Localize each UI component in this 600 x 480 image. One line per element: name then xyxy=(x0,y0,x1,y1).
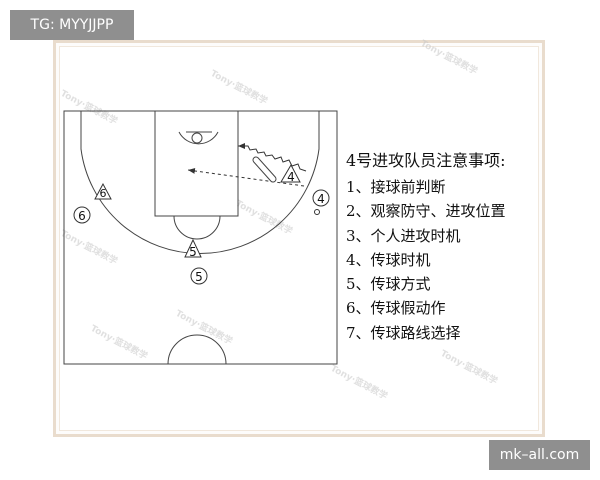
offense-player-6-label: 6 xyxy=(78,209,86,223)
watermark-text: Tony·篮球教学 xyxy=(329,362,390,402)
defender-5: 5 xyxy=(184,238,202,259)
watermark-text: Tony·篮球教学 xyxy=(89,322,150,362)
notes-item: 4、传球时机 xyxy=(346,250,431,269)
play-lines xyxy=(187,143,307,187)
restricted-arc xyxy=(178,131,219,145)
diagram-inner-frame xyxy=(59,46,539,431)
offense-player-4-label: 4 xyxy=(317,192,325,206)
notes-title: 4号进攻队员注意事项: xyxy=(346,151,506,170)
center-circle xyxy=(167,334,227,365)
defender-4: 4 xyxy=(280,163,301,184)
notes-item: 1、接球前判断 xyxy=(346,178,446,196)
site-badge: mk–all.com xyxy=(489,440,590,470)
defender-6: 6 xyxy=(94,182,112,200)
notes-item: 2、观察防守、进攻位置 xyxy=(346,202,506,221)
dribble-path xyxy=(238,143,307,172)
players: 4 4 6 6 5 5 xyxy=(73,163,330,285)
ball-icon xyxy=(314,209,320,215)
rim xyxy=(191,132,203,144)
watermark-text: Tony·篮球教学 xyxy=(59,87,120,127)
channel-badge: TG: MYYJJPP xyxy=(10,10,134,40)
diagram-frame xyxy=(53,40,545,437)
three-point-line xyxy=(80,111,320,255)
offense-player-4: 4 xyxy=(312,189,330,207)
half-court xyxy=(63,110,338,365)
defender-5-label: 5 xyxy=(189,245,197,259)
watermark-text: Tony·篮球教学 xyxy=(59,227,120,267)
defender-6-label: 6 xyxy=(100,187,107,200)
notes-item: 6、传球假动作 xyxy=(346,299,446,318)
offense-player-5: 5 xyxy=(190,267,208,285)
watermark-text: Tony·篮球教学 xyxy=(439,347,500,387)
notes-panel: 4号进攻队员注意事项: 1、接球前判断 2、观察防守、进攻位置 3、个人进攻时机… xyxy=(346,150,506,345)
notes-item: 3、个人进攻时机 xyxy=(346,226,461,245)
watermark-text: Tony·篮球教学 xyxy=(209,67,270,107)
notes-item: 7、传球路线选择 xyxy=(346,323,461,342)
pass-arrow xyxy=(187,167,305,187)
offense-player-5-label: 5 xyxy=(195,270,203,284)
watermark-text: Tony·篮球教学 xyxy=(174,307,235,347)
offense-player-6: 6 xyxy=(73,206,91,224)
defender-4-label: 4 xyxy=(287,170,295,184)
watermark-text: Tony·篮球教学 xyxy=(419,37,480,77)
notes-item: 5、传球方式 xyxy=(346,275,431,294)
free-throw-circle xyxy=(173,215,221,240)
screen-bar-fill xyxy=(253,157,276,182)
free-throw-lane xyxy=(154,110,239,217)
